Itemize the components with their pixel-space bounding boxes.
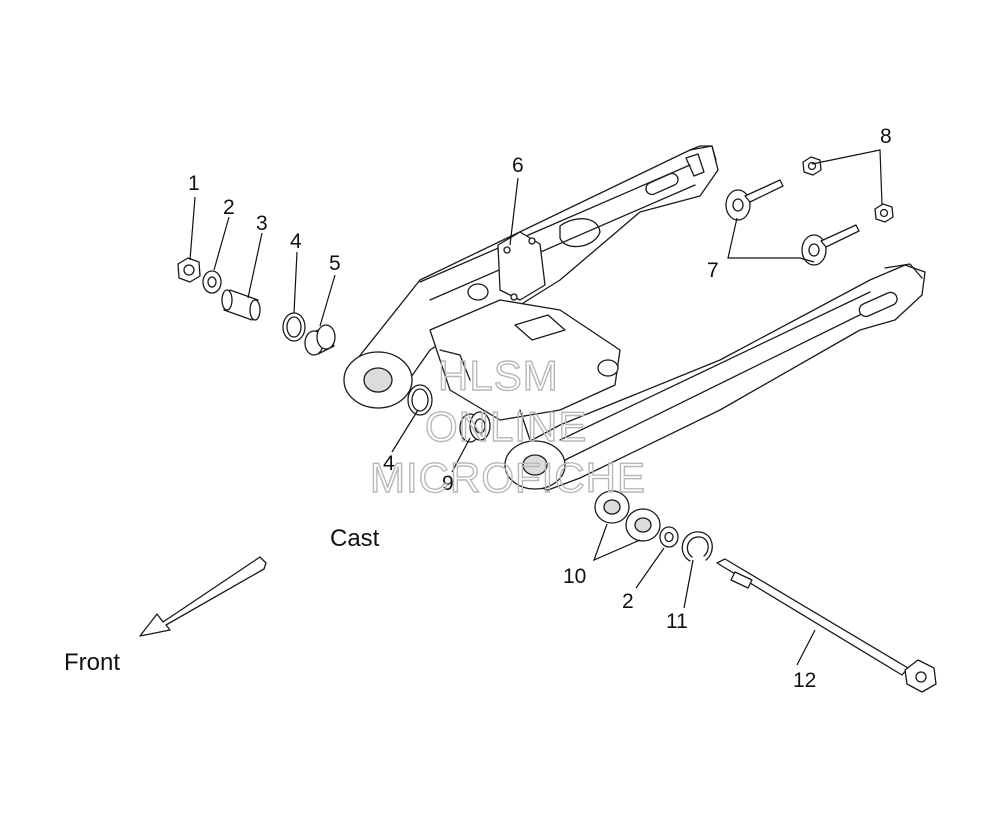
cast-label: Cast bbox=[330, 525, 380, 552]
circlip-11 bbox=[681, 531, 713, 562]
bearing-10b bbox=[625, 508, 661, 542]
pivot-shaft-12 bbox=[716, 558, 937, 693]
callout-4: 4 bbox=[290, 230, 302, 253]
bushing-9 bbox=[459, 411, 491, 443]
front-label: Front bbox=[64, 649, 120, 676]
spacer-3 bbox=[221, 289, 261, 321]
bearing-10a bbox=[594, 490, 630, 524]
callout-10: 10 bbox=[563, 565, 586, 588]
callout-11: 11 bbox=[666, 610, 688, 633]
leader-lines bbox=[189, 149, 883, 666]
callout-7: 7 bbox=[707, 259, 719, 282]
seal-4-lower bbox=[407, 384, 433, 416]
callout-5: 5 bbox=[329, 252, 341, 275]
nut-8b bbox=[874, 203, 894, 223]
callout-1: 1 bbox=[188, 172, 200, 195]
watermark-line-1: HLSM bbox=[438, 352, 559, 399]
callout-2: 2 bbox=[223, 196, 235, 219]
callout-2-lower: 2 bbox=[622, 590, 634, 613]
watermark: HLSM ONLINE MICROFICHE bbox=[369, 351, 646, 501]
swingarm bbox=[343, 145, 926, 491]
callout-9: 9 bbox=[442, 472, 454, 495]
seal-4 bbox=[282, 312, 306, 342]
callout-12: 12 bbox=[793, 669, 816, 692]
watermark-line-2: ONLINE bbox=[425, 403, 587, 450]
front-arrow-icon bbox=[139, 556, 267, 637]
pivot-nut-1 bbox=[177, 257, 201, 283]
callout-8: 8 bbox=[880, 125, 892, 148]
callout-6: 6 bbox=[512, 154, 524, 177]
bearing-sleeve-5 bbox=[304, 324, 336, 356]
callout-4-lower: 4 bbox=[383, 452, 395, 475]
washer-2-lower bbox=[659, 526, 679, 548]
callouts: 1 2 3 4 5 6 7 8 4 9 10 2 11 12 bbox=[188, 125, 892, 692]
shock-bolt-7b bbox=[801, 224, 860, 266]
shock-bolt-7a bbox=[725, 179, 784, 221]
watermark-line-3: MICROFICHE bbox=[370, 454, 646, 501]
callout-3: 3 bbox=[256, 212, 268, 235]
nut-8a bbox=[802, 156, 822, 176]
washer-2 bbox=[202, 270, 222, 294]
